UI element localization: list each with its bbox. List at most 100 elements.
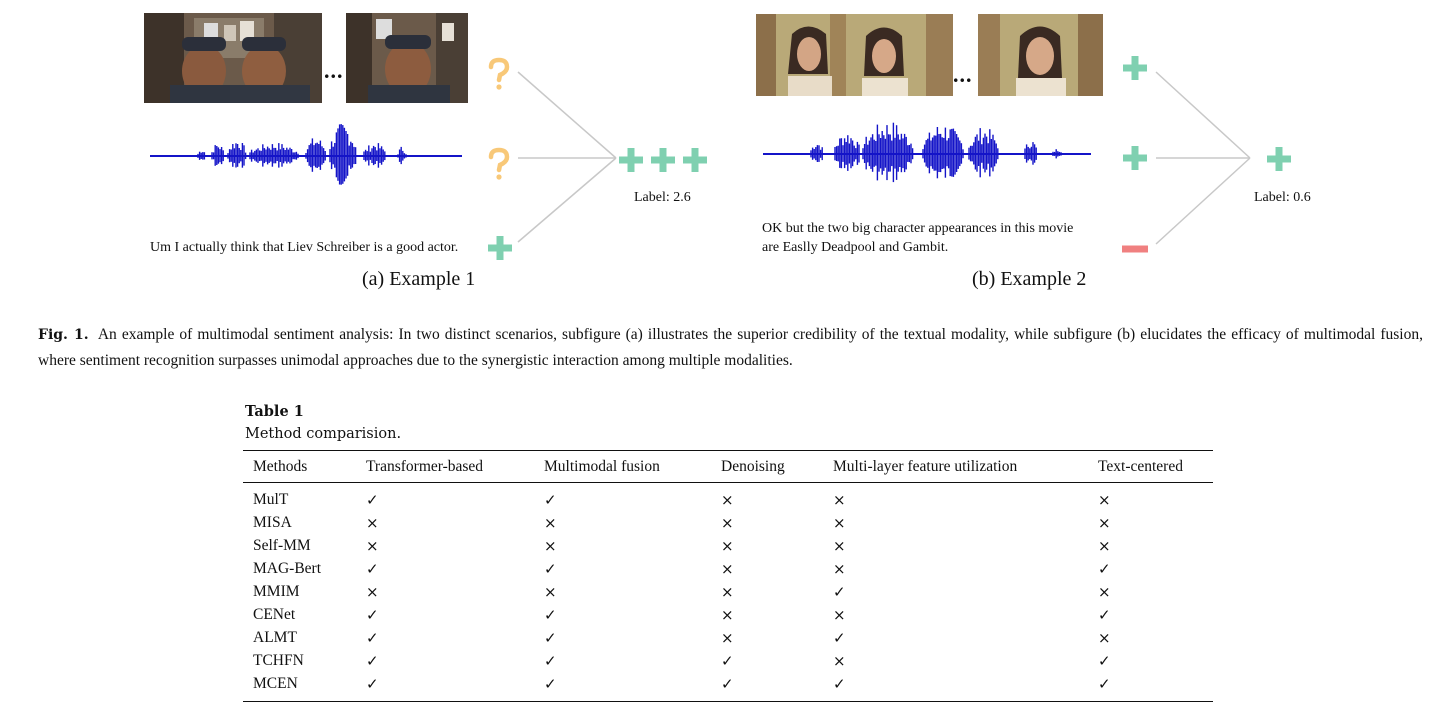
table-row: Self-MM××××× — [243, 534, 1213, 557]
column-header: Denoising — [721, 457, 785, 475]
feature-cell: × — [721, 513, 734, 532]
feature-cell: ✓ — [366, 674, 379, 693]
feature-cell: × — [721, 582, 734, 601]
table-row: TCHFN ✓ ✓ ✓ × ✓ — [243, 649, 1213, 672]
method-name-cell: MISA — [253, 513, 292, 531]
feature-cell: × — [833, 605, 846, 624]
table-row: MAG-Bert ✓ ✓ × × ✓ — [243, 557, 1213, 580]
feature-cell: ✓ — [1098, 651, 1111, 670]
method-name-cell: Self-MM — [253, 536, 311, 554]
feature-cell: ✓ — [833, 628, 846, 647]
feature-cell: × — [1098, 490, 1111, 509]
frames-ellipsis: ... — [953, 62, 973, 87]
table-row: MISA × × × × × — [243, 511, 1213, 534]
table-row: MMIM × × × ✓ × — [243, 580, 1213, 603]
column-header: Multi-layer feature utilization — [833, 457, 1018, 475]
feature-cell: ✓ — [833, 582, 846, 601]
table-header-row: Methods Transformer-based Multimodal fus… — [243, 450, 1213, 483]
feature-cell: ✓ — [721, 674, 734, 693]
feature-cell: ✓ — [544, 651, 557, 670]
feature-cell: × — [721, 490, 734, 509]
transcript-text: OK but the two big character appearances… — [762, 219, 1073, 257]
method-name-cell: MAG-Bert — [253, 559, 322, 577]
feature-cell: × — [1098, 536, 1111, 555]
video-frame-1 — [756, 14, 953, 96]
method-name-cell: MulT — [253, 490, 289, 508]
feature-cell: × — [833, 559, 846, 578]
method-name-cell: CENet — [253, 605, 296, 623]
fusion-connectors — [517, 71, 617, 243]
plus-icon — [1267, 147, 1291, 171]
method-name-cell: MMIM — [253, 582, 300, 600]
sentiment-label: Label: 2.6 — [634, 190, 691, 205]
feature-cell: ✓ — [544, 628, 557, 647]
feature-cell: × — [366, 513, 379, 532]
feature-cell: × — [1098, 582, 1111, 601]
sentiment-label: Label: 0.6 — [1254, 190, 1311, 205]
feature-cell: × — [833, 490, 846, 509]
video-frame-1 — [144, 13, 322, 103]
subfigure-caption: (b) Example 2 — [972, 268, 1087, 290]
transcript-text: Um I actually think that Liev Schreiber … — [150, 240, 459, 255]
column-header: Multimodal fusion — [544, 457, 660, 475]
question-mark-icon — [488, 147, 510, 180]
feature-cell: ✓ — [544, 490, 557, 509]
feature-cell: ✓ — [366, 605, 379, 624]
feature-cell: ✓ — [544, 559, 557, 578]
video-frame-2 — [346, 13, 468, 103]
feature-cell: × — [721, 605, 734, 624]
feature-cell: × — [366, 582, 379, 601]
feature-cell: × — [544, 582, 557, 601]
feature-cell: ✓ — [544, 605, 557, 624]
table-row: MCEN ✓ ✓ ✓ ✓ ✓ — [243, 672, 1213, 702]
table-subtitle: Method comparision. — [245, 426, 402, 442]
table-title: Table 1 — [245, 403, 304, 420]
feature-cell: ✓ — [1098, 674, 1111, 693]
feature-cell: × — [544, 513, 557, 532]
figure-caption: Fig. 1. An example of multimodal sentime… — [38, 322, 1423, 373]
feature-cell: × — [366, 536, 379, 555]
feature-cell: ✓ — [366, 651, 379, 670]
column-header: Transformer-based — [366, 457, 484, 475]
transcript-line: OK but the two big character appearances… — [762, 221, 1074, 236]
feature-cell: ✓ — [833, 674, 846, 693]
feature-cell: × — [833, 513, 846, 532]
feature-cell: ✓ — [366, 628, 379, 647]
minus-icon — [1122, 245, 1148, 253]
feature-cell: × — [833, 651, 846, 670]
plus-icon — [651, 148, 675, 172]
feature-cell: ✓ — [366, 490, 379, 509]
feature-cell: × — [721, 559, 734, 578]
caption-text: An example of multimodal sentiment analy… — [38, 326, 1423, 369]
feature-cell: × — [1098, 513, 1111, 532]
method-comparison-table: Methods Transformer-based Multimodal fus… — [243, 450, 1213, 702]
method-name-cell: TCHFN — [253, 651, 304, 669]
figure-number: Fig. 1. — [38, 327, 89, 343]
method-name-cell: MCEN — [253, 674, 298, 692]
feature-cell: ✓ — [1098, 605, 1111, 624]
feature-cell: ✓ — [1098, 559, 1111, 578]
feature-cell: ✓ — [544, 674, 557, 693]
feature-cell: × — [544, 536, 557, 555]
column-header: Methods — [253, 457, 308, 475]
plus-icon — [619, 148, 643, 172]
plus-icon — [683, 148, 707, 172]
plus-icon — [488, 236, 512, 260]
plus-icon — [1123, 56, 1147, 80]
table-row: ALMT✓✓×✓× — [243, 626, 1213, 649]
feature-cell: ✓ — [366, 559, 379, 578]
frames-ellipsis: ... — [324, 58, 344, 83]
feature-cell: × — [721, 628, 734, 647]
subfigure-caption: (a) Example 1 — [362, 268, 476, 290]
feature-cell: ✓ — [721, 651, 734, 670]
video-frame-2 — [978, 14, 1103, 96]
plus-icon — [1123, 146, 1147, 170]
column-header: Text-centered — [1098, 457, 1183, 475]
table-row: CENet ✓ ✓ × × ✓ — [243, 603, 1213, 626]
feature-cell: × — [1098, 628, 1111, 647]
question-mark-icon — [488, 57, 510, 90]
audio-waveform — [763, 122, 1091, 183]
audio-waveform — [150, 124, 462, 185]
fusion-connectors — [1155, 71, 1251, 245]
feature-cell: × — [721, 536, 734, 555]
